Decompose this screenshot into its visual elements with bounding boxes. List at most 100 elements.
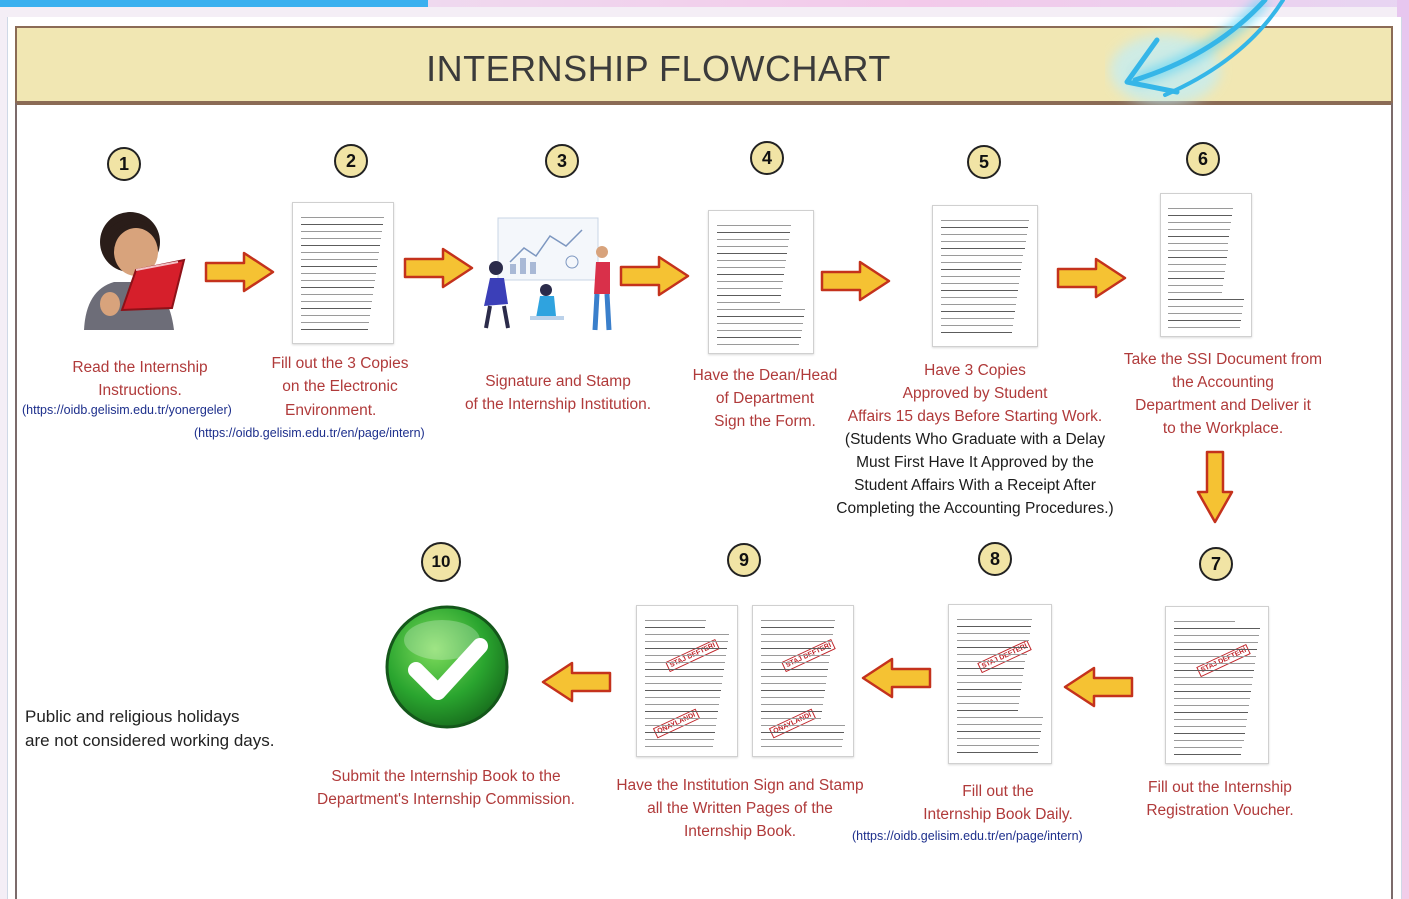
step-7-text: Fill out the Internship Registration Vou… [1120,776,1320,822]
document-text-line [1174,691,1251,692]
document-text-line [957,717,1043,718]
document-text-line [301,280,375,281]
document-text-line [717,330,802,331]
document-text-line [301,266,377,267]
document-text-line [761,655,830,656]
step-number-1: 1 [107,147,141,181]
document-text-line [1168,215,1233,216]
instructions-link[interactable]: (https://oidb.gelisim.edu.tr/yonergeler) [22,403,232,417]
approved-stamp: ONAYLANDI [768,708,817,739]
document-text-line [645,648,727,649]
document-text-line [941,227,1028,228]
document-text-line [761,746,842,747]
document-text-line [1168,285,1224,286]
document-text-line [761,648,831,649]
document-text-line [301,259,378,260]
arrow-right-icon [1056,257,1127,299]
step-1-line: Instructions. [98,382,182,399]
document-text-line [1168,264,1226,265]
document-text-line [941,248,1025,249]
document-text-line [761,739,843,740]
document-text-line [717,309,805,310]
document-text-line [301,273,376,274]
document-text-line [941,269,1022,270]
internship-book-step8: STAJ DEFTERİ [948,604,1052,764]
document-text-line [1174,670,1254,671]
step-number-6: 6 [1186,142,1220,176]
step-7-line: Fill out the Internship [1148,779,1292,796]
document-text-line [941,234,1027,235]
document-text-line [957,675,1024,676]
document-text-line [1168,306,1243,307]
document-text-line [941,290,1019,291]
document-text-line [645,732,715,733]
document-text-line [1174,747,1243,748]
step-2-text-end: Environment. [285,399,395,422]
document-text-line [941,297,1018,298]
reading-person-illustration [84,212,186,330]
document-text-line [1168,222,1232,223]
document-text-line [761,669,828,670]
step-number-8: 8 [978,542,1012,576]
document-text-line [761,634,833,635]
form-document-step2 [292,202,394,344]
document-text-line [1168,257,1227,258]
step-number-2: 2 [334,144,368,178]
step-1-text: Read the Internship Instructions. [40,356,240,402]
document-text-line [717,295,781,296]
holidays-note-line: Public and religious holidays [25,707,240,726]
document-text-line [1168,278,1224,279]
document-text-line [1174,663,1255,664]
document-text-line [1174,656,1256,657]
document-text-line [1174,684,1252,685]
step-3-text: Signature and Stamp of the Internship In… [443,370,673,416]
right-border-line [1391,103,1393,899]
step-9-line: Internship Book. [683,823,796,840]
document-text-line [301,224,383,225]
step-5-text: Have 3 Copies Approved by Student Affair… [820,359,1130,520]
arrow-right-icon [204,251,275,293]
document-text-line [1168,320,1242,321]
arrow-left-icon [861,657,932,699]
document-text-line [1174,740,1244,741]
flowchart-title: INTERNSHIP FLOWCHART [426,48,891,89]
document-text-line [717,225,792,226]
document-text-line [301,238,381,239]
step-2-text: Fill out the 3 Copies on the Electronic [250,352,430,398]
document-text-line [761,641,832,642]
document-text-line [941,262,1023,263]
step-5-line: Affairs 15 days Before Starting Work. [847,408,1103,425]
document-text-line [1174,642,1258,643]
step-5-note-line: Must First Have It Approved by the [856,454,1094,471]
document-text-line [645,655,726,656]
step-5-note-line: (Students Who Graduate with a Delay [844,431,1106,448]
document-text-line [645,634,729,635]
intern-page-link[interactable]: (https://oidb.gelisim.edu.tr/en/page/int… [194,426,425,440]
holidays-note: Public and religious holidays are not co… [25,705,274,753]
step-4-line: of Department [715,390,815,407]
step-3-line: Signature and Stamp [485,373,631,390]
step-6-line: Take the SSI Document from [1123,351,1323,368]
meeting-illustration [484,217,612,331]
document-text-line [957,647,1028,648]
intern-page-link[interactable]: (https://oidb.gelisim.edu.tr/en/page/int… [852,829,1083,843]
document-text-line [717,316,804,317]
document-text-line [761,627,834,628]
document-text-line [301,217,384,218]
top-accent-bar [0,0,428,7]
left-border-line [15,103,17,899]
document-text-line [957,668,1025,669]
document-text-line [761,662,829,663]
document-text-line [1174,712,1248,713]
document-text-line [761,697,824,698]
step-number-3: 3 [545,144,579,178]
document-text-line [1168,236,1230,237]
document-text-line [301,294,373,295]
document-text-line [957,703,1020,704]
document-text-line [957,633,1030,634]
document-text-line [717,232,791,233]
document-text-line [957,745,1039,746]
document-text-line [941,255,1024,256]
document-text-line [1174,733,1245,734]
document-text-line [1168,292,1223,293]
